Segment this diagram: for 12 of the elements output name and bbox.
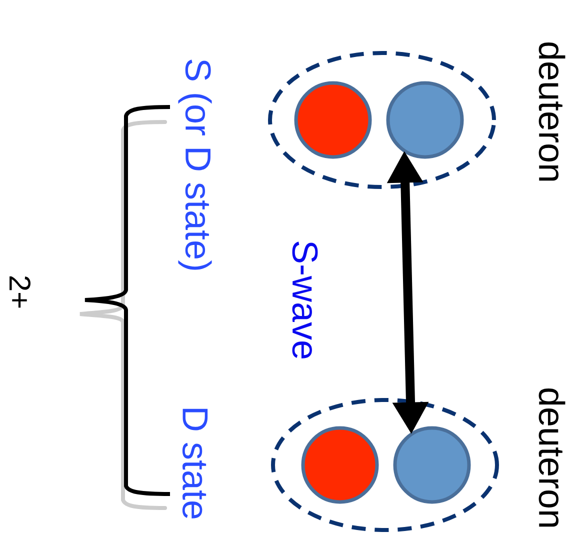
state-label: D state: [182, 408, 208, 518]
dashed-ellipse: [271, 398, 499, 532]
nucleon-circle: [301, 426, 379, 504]
nucleon-circle: [393, 426, 471, 504]
state-label: 2+: [10, 276, 30, 308]
edge-label: S-wave: [292, 242, 318, 358]
node-caption: deuteron: [538, 42, 566, 181]
nucleon-circle: [386, 81, 464, 159]
node-caption: deuteron: [538, 388, 566, 527]
nucleon-circle: [294, 81, 372, 159]
dashed-ellipse: [268, 51, 496, 189]
state-label: S (or D state): [178, 60, 212, 270]
